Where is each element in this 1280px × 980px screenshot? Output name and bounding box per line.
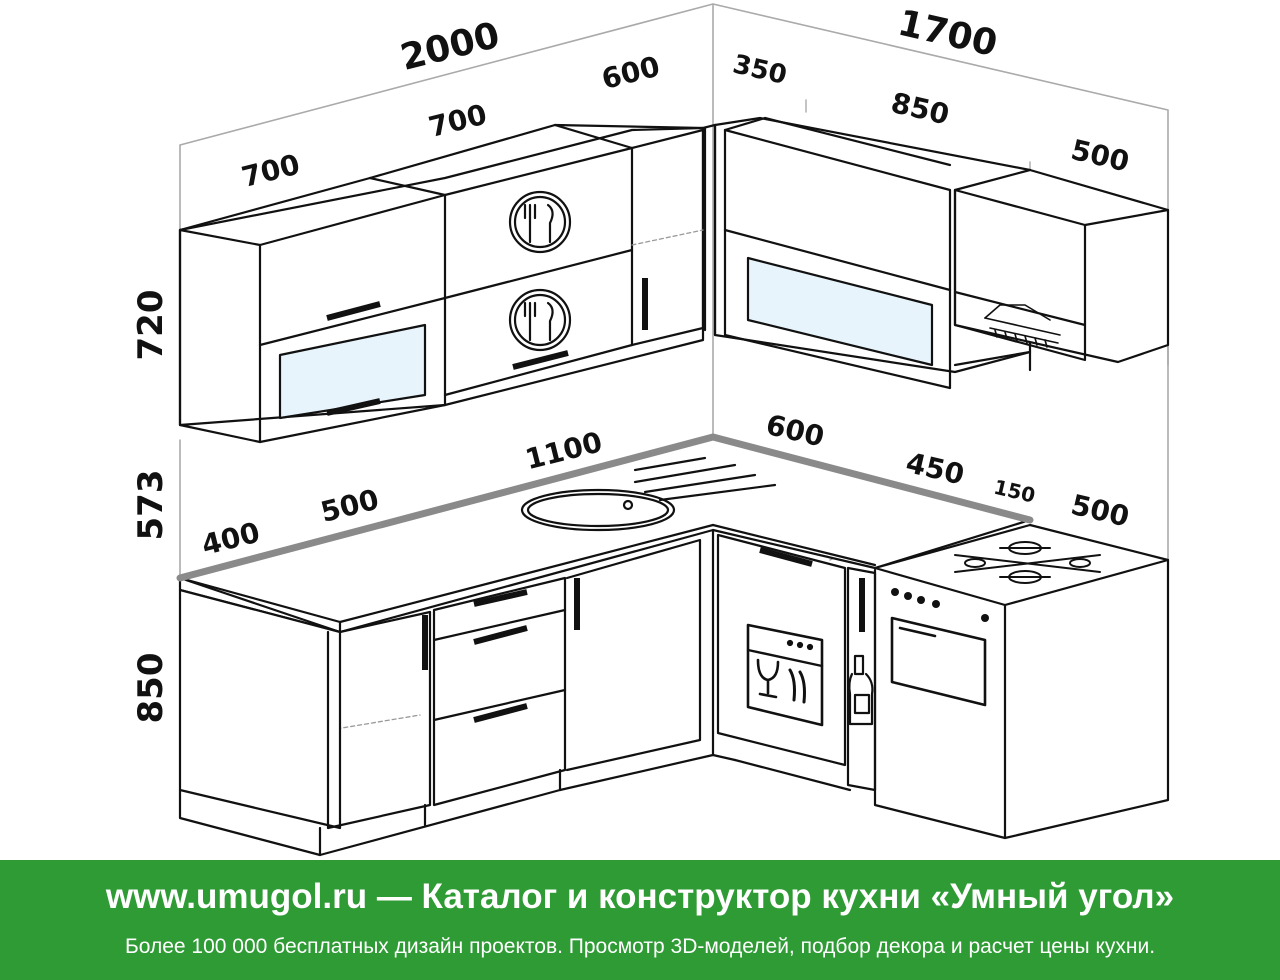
range-hood-icon: [984, 304, 1061, 348]
base-drawers: [318, 576, 567, 857]
upper-cabinet-corner-right: [953, 168, 1170, 372]
kitchen-diagram: 2000 1700 700 700 600 350 850 500 720 57…: [131, 3, 1170, 857]
oven-icon: [890, 616, 987, 707]
gas-burners-icon: [954, 541, 1101, 584]
dim-upper-w1: 700: [238, 148, 303, 194]
dim-counter-400: 400: [198, 516, 263, 562]
glass-door-right: [746, 256, 934, 367]
sink: [520, 456, 777, 532]
promo-banner: www.umugol.ru — Каталог и конструктор ку…: [0, 860, 1280, 980]
glass-door-left: [278, 323, 427, 420]
dim-counter-500b: 500: [1068, 488, 1132, 533]
dim-upper-r1: 350: [730, 49, 790, 90]
dim-counter-500: 500: [317, 483, 382, 529]
countertop-back-edge: [176, 433, 1034, 582]
dishwasher: [711, 533, 852, 792]
dim-counter-600: 600: [763, 408, 827, 453]
dim-upper-w2: 700: [425, 98, 490, 144]
base-handles: [422, 547, 865, 723]
base-cabinet-left: [178, 588, 432, 857]
dim-counter-150: 150: [992, 475, 1038, 508]
fork-knife-plate-icon-2: [508, 288, 572, 352]
dim-height-base: 850: [131, 653, 171, 724]
dim-height-gap: 573: [131, 470, 171, 541]
base-cabinet-sink: [558, 528, 715, 792]
dim-height-upper: 720: [131, 290, 171, 361]
dim-counter-450: 450: [903, 446, 967, 491]
dim-upper-right-total: 1700: [894, 3, 1001, 65]
banner-title[interactable]: www.umugol.ru — Каталог и конструктор ку…: [105, 877, 1175, 916]
dimension-labels: 2000 1700 700 700 600 350 850 500 720 57…: [131, 3, 1132, 724]
bottle-icon: [848, 654, 874, 726]
stove-knobs: [891, 588, 989, 622]
dim-upper-r2: 850: [888, 86, 952, 131]
banner-subtitle: Более 100 000 бесплатных дизайн проектов…: [124, 935, 1156, 958]
upper-cabinet-middle: [443, 146, 634, 397]
dishwasher-icon: [746, 623, 824, 727]
dim-upper-w3: 600: [598, 50, 663, 96]
dim-upper-total: 2000: [397, 15, 504, 79]
dim-upper-r3: 500: [1068, 133, 1132, 178]
fork-knife-plate-icon: [508, 190, 572, 254]
